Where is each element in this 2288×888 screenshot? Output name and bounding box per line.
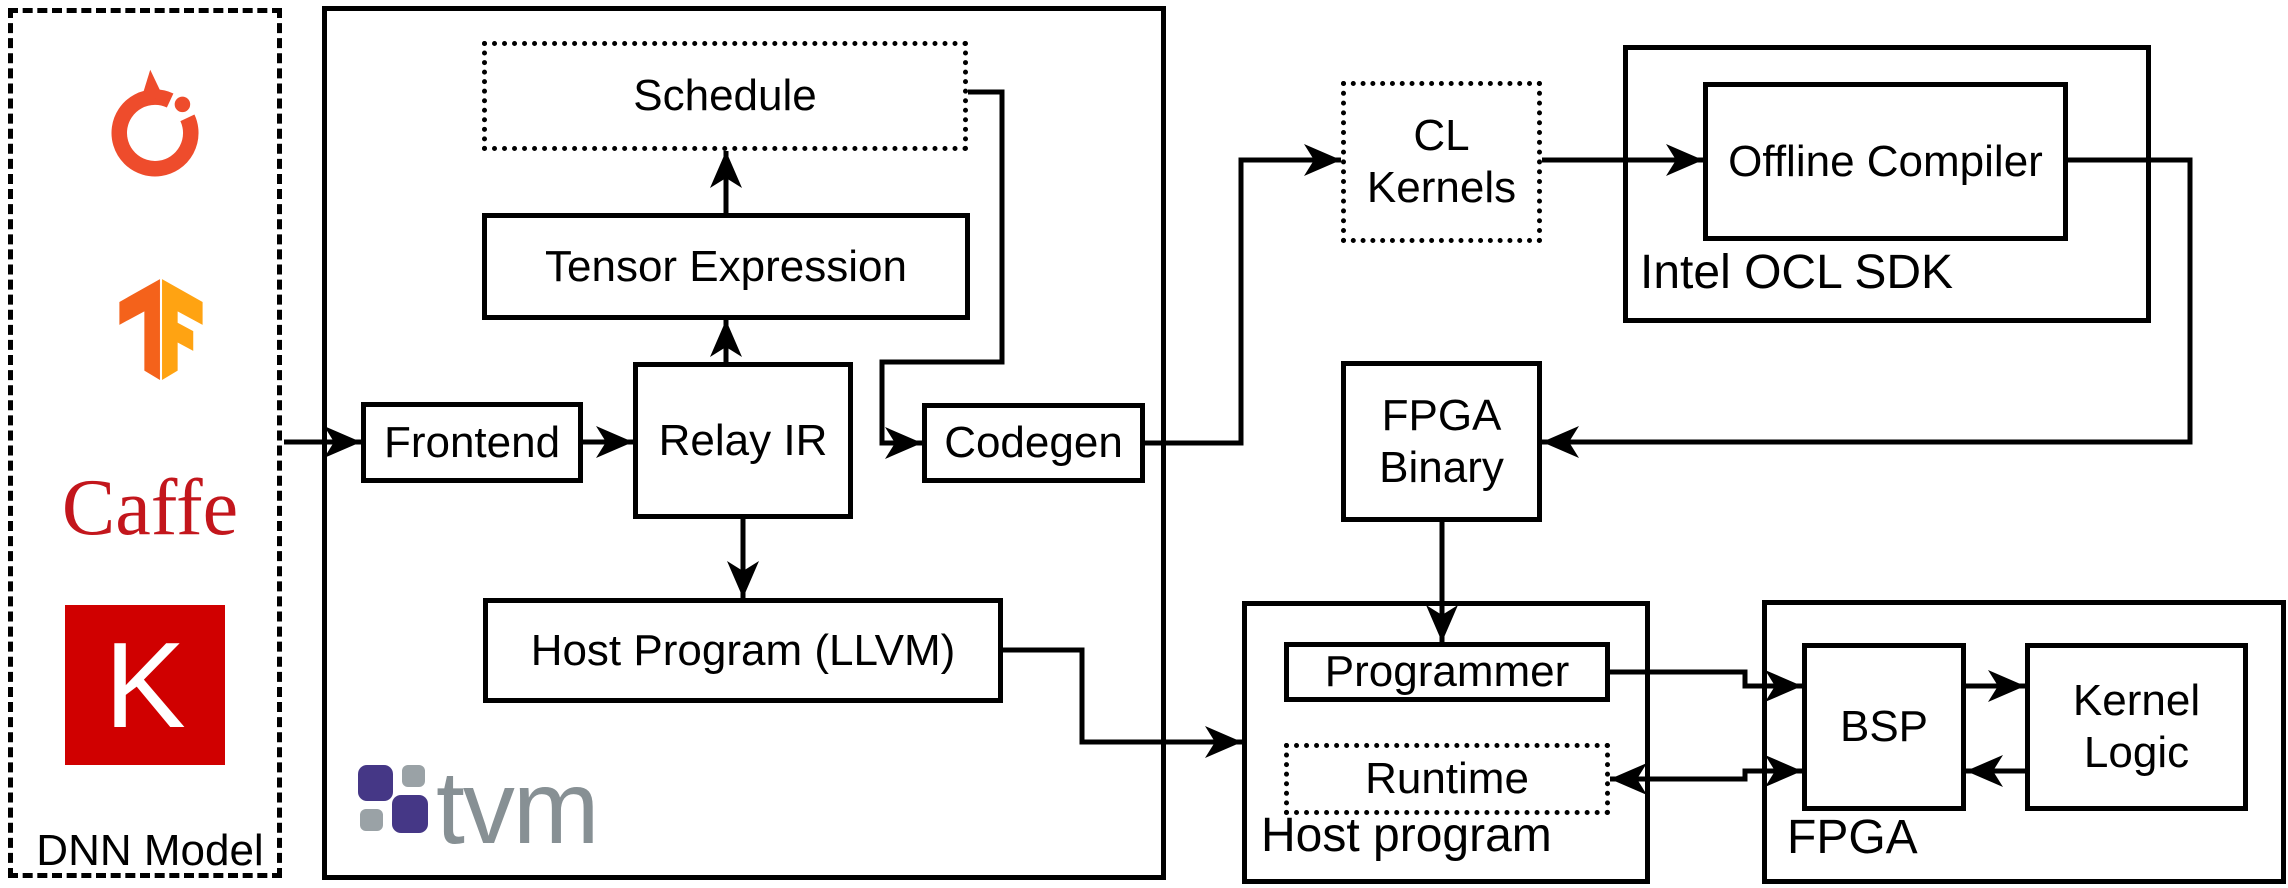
kernel-logic-label: Kernel Logic (2072, 676, 2201, 777)
tvm-logo: tvm (352, 756, 652, 866)
bsp-label: BSP (1839, 702, 1929, 752)
codegen-label: Codegen (944, 418, 1123, 468)
tvm-logo-square-icon (360, 809, 383, 831)
tensorflow-logo-icon (109, 277, 213, 393)
cl-kernels-box: CL Kernels (1341, 81, 1542, 243)
bsp-box: BSP (1802, 643, 1966, 811)
frontend-box: Frontend (361, 402, 583, 483)
runtime-box: Runtime (1284, 743, 1610, 815)
host-program-group-box: Host program (1242, 601, 1650, 884)
tvm-logo-square-icon (358, 765, 393, 801)
programmer-box: Programmer (1284, 642, 1610, 702)
keras-letter: K (104, 617, 186, 753)
caffe-wordmark: Caffe (61, 464, 239, 552)
offline-compiler-label: Offline Compiler (1728, 136, 2043, 186)
schedule-label: Schedule (633, 71, 817, 121)
fpga-label: FPGA (1787, 811, 1918, 865)
schedule-box: Schedule (482, 41, 968, 151)
pytorch-logo-icon (93, 65, 217, 201)
frontend-label: Frontend (383, 417, 561, 467)
keras-logo: K (65, 605, 225, 765)
host-program-label: Host program (1261, 809, 1552, 863)
programmer-label: Programmer (1324, 647, 1570, 697)
relay-ir-box: Relay IR (633, 362, 853, 519)
tensor-expression-label: Tensor Expression (545, 241, 907, 291)
relay-ir-label: Relay IR (658, 415, 828, 465)
host-program-llvm-label: Host Program (LLVM) (530, 625, 956, 675)
fpga-binary-box: FPGA Binary (1341, 361, 1542, 522)
intel-ocl-sdk-label: Intel OCL SDK (1640, 246, 1954, 300)
kernel-logic-box: Kernel Logic (2025, 643, 2248, 811)
offline-compiler-box: Offline Compiler (1703, 82, 2068, 241)
dnn-model-label: DNN Model (36, 826, 264, 875)
cl-kernels-label: CL Kernels (1366, 111, 1517, 212)
fpga-group-box: FPGA (1762, 600, 2286, 884)
tvm-logo-text: tvm (436, 750, 600, 866)
tvm-logo-square-icon (392, 795, 428, 833)
tensor-expression-box: Tensor Expression (482, 213, 970, 320)
host-program-llvm-box: Host Program (LLVM) (483, 598, 1003, 703)
runtime-label: Runtime (1365, 754, 1529, 804)
fpga-binary-label: FPGA Binary (1379, 390, 1504, 492)
dnn-model-group-box: Caffe K DNN Model (8, 8, 282, 878)
codegen-box: Codegen (922, 403, 1145, 483)
tvm-logo-square-icon (402, 765, 425, 787)
arrow-codegen-to-cl-kernels (1145, 144, 1341, 446)
